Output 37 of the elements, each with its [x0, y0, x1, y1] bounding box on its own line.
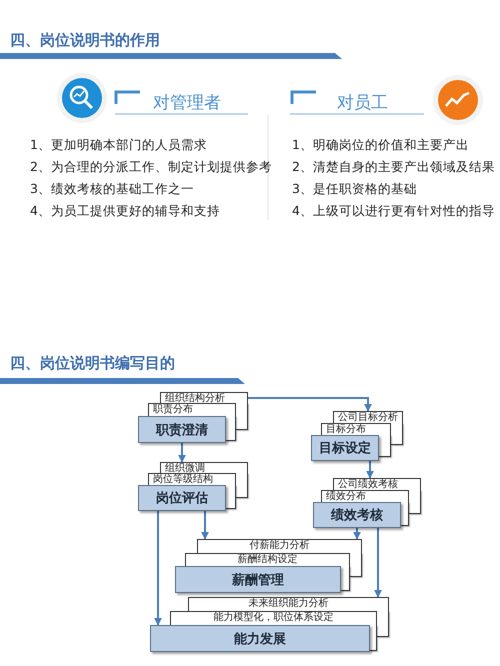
column-heading: 对员工	[337, 93, 388, 113]
arrow	[178, 443, 186, 463]
step-card: 组织结构分析	[160, 392, 248, 403]
process-box: 能力发展	[150, 625, 370, 652]
section-title: 四、岗位说明书的作用	[10, 31, 160, 49]
arrow	[366, 461, 374, 479]
process-box: 目标设定	[311, 435, 379, 461]
step-card: 目标分布	[321, 423, 391, 435]
arrow	[353, 528, 361, 540]
list-item: 3、是任职资格的基础	[292, 181, 417, 197]
step-card: 能力模型化，职位体系设定	[170, 611, 377, 625]
section-title: 四、岗位说明书编写目的	[10, 354, 175, 372]
process-box: 职责澄清	[138, 416, 226, 443]
list-item: 4、上级可以进行更有针对性的指导	[292, 203, 495, 219]
step-card: 岗位等级结构	[148, 473, 236, 485]
list-item: 2、清楚自身的主要产出领域及结果	[292, 159, 495, 175]
step-card: 薪酬结构设定	[185, 553, 350, 566]
step-card: 绩效分布	[321, 490, 409, 502]
step-card: 职责分布	[148, 403, 236, 416]
arrow	[154, 511, 162, 626]
process-box: 岗位评估	[138, 485, 226, 511]
process-box: 绩效考核	[313, 502, 401, 528]
column-heading: 对管理者	[153, 93, 221, 113]
process-box: 薪酬管理	[175, 566, 341, 593]
list-item: 1、更加明确本部门的人员需求	[30, 137, 207, 153]
step-card: 付薪能力分析	[197, 539, 362, 553]
step-card: 未来组织能力分析	[188, 597, 389, 611]
arrow	[201, 511, 209, 540]
arrow	[248, 397, 372, 412]
list-item: 2、为合理的分派工作、制定计划提供参考	[30, 159, 272, 175]
list-item: 3、绩效考核的基础工作之一	[30, 181, 194, 197]
step-card: 公司目标分析	[333, 411, 403, 423]
arrow	[374, 528, 382, 598]
list-item: 4、为员工提供更好的辅导和支持	[30, 203, 220, 219]
step-card: 公司绩效考核	[333, 478, 421, 490]
list-item: 1、明确岗位的价值和主要产出	[292, 137, 469, 153]
step-card: 组织微调	[160, 462, 248, 473]
